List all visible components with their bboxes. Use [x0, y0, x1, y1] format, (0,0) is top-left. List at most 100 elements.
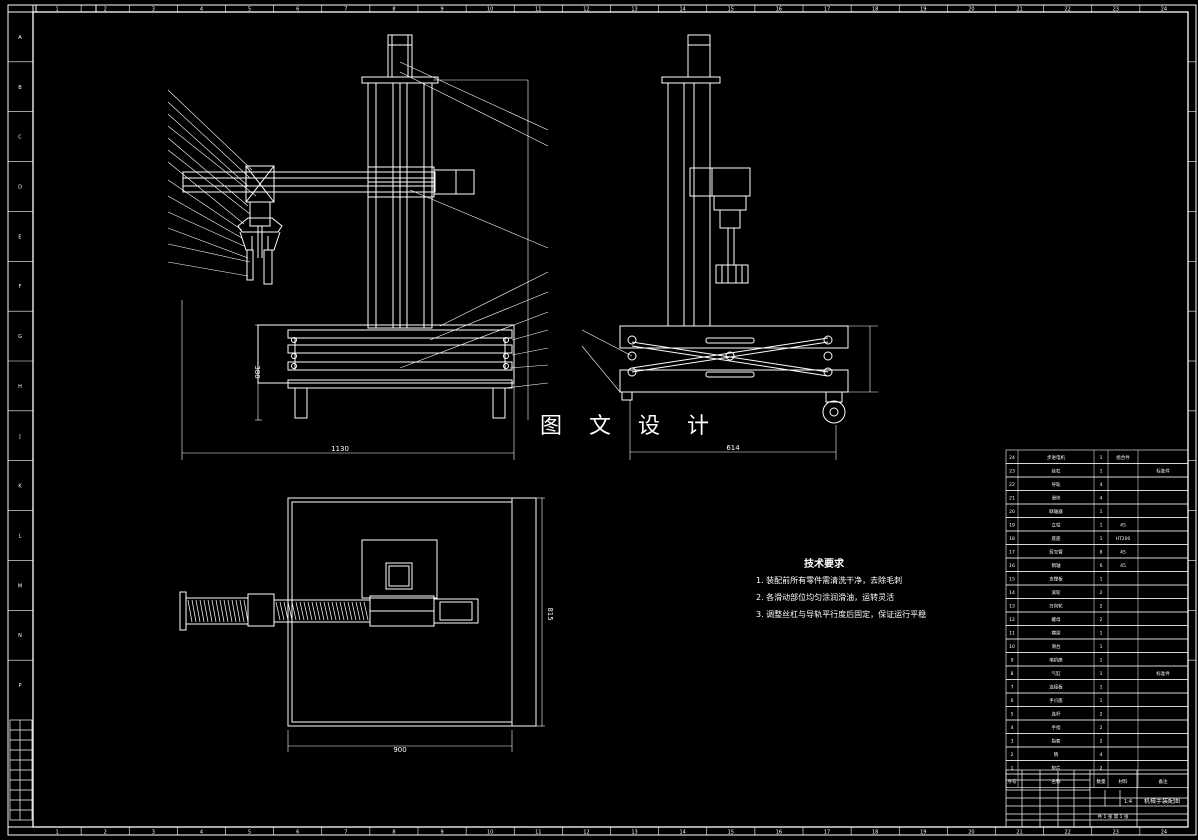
parts-cell-qty: 4	[1100, 752, 1103, 758]
parts-cell-name: 螺母	[1052, 616, 1061, 623]
column-label: 8	[392, 7, 395, 13]
column-label: 12	[583, 7, 589, 13]
parts-cell-qty: 1	[1100, 509, 1103, 515]
front-height-dim: 380	[253, 365, 261, 378]
front-leader-lines	[167, 61, 549, 389]
row-label: L	[19, 534, 22, 540]
parts-cell-no: 15	[1009, 576, 1015, 582]
parts-cell-qty: 1	[1100, 522, 1103, 528]
column-label: 13	[631, 830, 637, 836]
parts-cell-note: 备注	[1159, 778, 1168, 785]
technical-requirements-title: 技术要求	[804, 559, 844, 570]
parts-cell-no: 4	[1011, 725, 1014, 731]
row-label: P	[18, 683, 21, 689]
parts-cell-material: 45	[1120, 563, 1126, 569]
parts-cell-no: 2	[1011, 752, 1014, 758]
parts-cell-name: 联轴器	[1049, 508, 1063, 515]
parts-cell-qty: 1	[1100, 698, 1103, 704]
parts-cell-qty: 1	[1100, 630, 1103, 636]
parts-cell-no: 18	[1009, 536, 1015, 542]
parts-cell-qty: 2	[1100, 711, 1103, 717]
parts-cell-no: 13	[1009, 603, 1015, 609]
parts-cell-name: 步进电机	[1047, 454, 1065, 461]
lead-screw-threads	[187, 599, 249, 623]
row-label: J	[18, 434, 20, 440]
row-label: C	[18, 135, 22, 141]
column-label: 17	[824, 7, 830, 13]
column-label: 1	[55, 830, 58, 836]
parts-cell-material: HT200	[1116, 536, 1131, 542]
parts-cell-qty: 2	[1100, 765, 1103, 771]
column-label: 23	[1113, 830, 1119, 836]
parts-cell-name: 横梁	[1052, 629, 1061, 636]
parts-cell-no: 7	[1011, 684, 1014, 690]
drawing-title: 机械手装配图	[1144, 797, 1180, 805]
column-label: 10	[487, 830, 493, 836]
parts-cell-no: 22	[1009, 482, 1015, 488]
parts-cell-name: 万向轮	[1049, 602, 1063, 609]
parts-cell-qty: 2	[1100, 603, 1103, 609]
column-label: 18	[872, 830, 878, 836]
parts-cell-name: 指套	[1052, 737, 1061, 744]
column-label: 24	[1161, 830, 1167, 836]
row-label: M	[18, 583, 22, 589]
row-label: D	[18, 185, 22, 191]
parts-cell-material: 45	[1120, 549, 1126, 555]
parts-cell-name: 连杆	[1052, 710, 1061, 717]
technical-requirement-3: 3. 调整丝杠与导轨平行度后固定，保证运行平稳	[756, 610, 927, 619]
drawing-scale: 1:4	[1124, 799, 1132, 805]
parts-cell-qty: 1	[1100, 468, 1103, 474]
parts-cell-qty: 4	[1100, 495, 1103, 501]
row-label: G	[18, 334, 22, 340]
column-label: 8	[392, 830, 395, 836]
parts-cell-qty: 1	[1100, 671, 1103, 677]
parts-cell-name: 滑台	[1052, 643, 1061, 650]
parts-cell-qty: 1	[1100, 684, 1103, 690]
column-label: 16	[776, 830, 782, 836]
column-label: 15	[728, 7, 734, 13]
parts-cell-name: 电机座	[1049, 656, 1063, 663]
parts-cell-note: 标准件	[1156, 670, 1170, 677]
parts-cell-no: 6	[1011, 698, 1014, 704]
parts-cell-no: 12	[1009, 617, 1015, 623]
row-label: N	[18, 633, 22, 639]
top-width-dim: 900	[393, 746, 406, 754]
parts-cell-name: 导轨	[1052, 481, 1061, 488]
parts-cell-qty: 2	[1100, 617, 1103, 623]
top-view	[179, 497, 545, 752]
column-label: 19	[920, 7, 926, 13]
parts-cell-qty: 数量	[1097, 778, 1106, 785]
column-label: 21	[1016, 830, 1022, 836]
parts-cell-material: 组合件	[1116, 454, 1130, 461]
column-label: 7	[344, 7, 347, 13]
column-label: 9	[440, 7, 443, 13]
parts-cell-qty: 8	[1100, 549, 1103, 555]
parts-cell-name: 立柱	[1052, 521, 1061, 528]
parts-cell-name: 销轴	[1052, 562, 1061, 569]
column-grid-ticks	[80, 5, 1141, 835]
watermark-text: 图 文 设 计	[540, 414, 719, 439]
parts-cell-no: 16	[1009, 563, 1015, 569]
parts-cell-qty: 1	[1100, 536, 1103, 542]
row-label: A	[18, 35, 22, 41]
parts-cell-no: 9	[1011, 657, 1014, 663]
parts-cell-qty: 1	[1100, 576, 1103, 582]
parts-cell-name: 剪叉臂	[1049, 548, 1063, 555]
parts-cell-qty: 6	[1100, 563, 1103, 569]
column-label: 23	[1113, 7, 1119, 13]
parts-cell-name: 滑块	[1052, 494, 1061, 501]
top-height-dim: 815	[546, 607, 554, 620]
revision-block	[9, 719, 33, 821]
column-grid-labels: 1122334455667788991010111112121313141415…	[55, 7, 1167, 836]
column-label: 22	[1065, 830, 1071, 836]
parts-cell-name: 丝杠	[1052, 467, 1061, 474]
side-width-dim: 614	[726, 444, 740, 452]
column-label: 11	[535, 7, 541, 13]
column-label: 24	[1161, 7, 1167, 13]
front-width-dim: 1130	[331, 445, 349, 453]
sheet-info: 共 1 张 第 1 张	[1098, 813, 1129, 820]
title-block	[1005, 769, 1189, 828]
row-label: B	[18, 85, 22, 91]
parts-cell-material: 45	[1120, 522, 1126, 528]
